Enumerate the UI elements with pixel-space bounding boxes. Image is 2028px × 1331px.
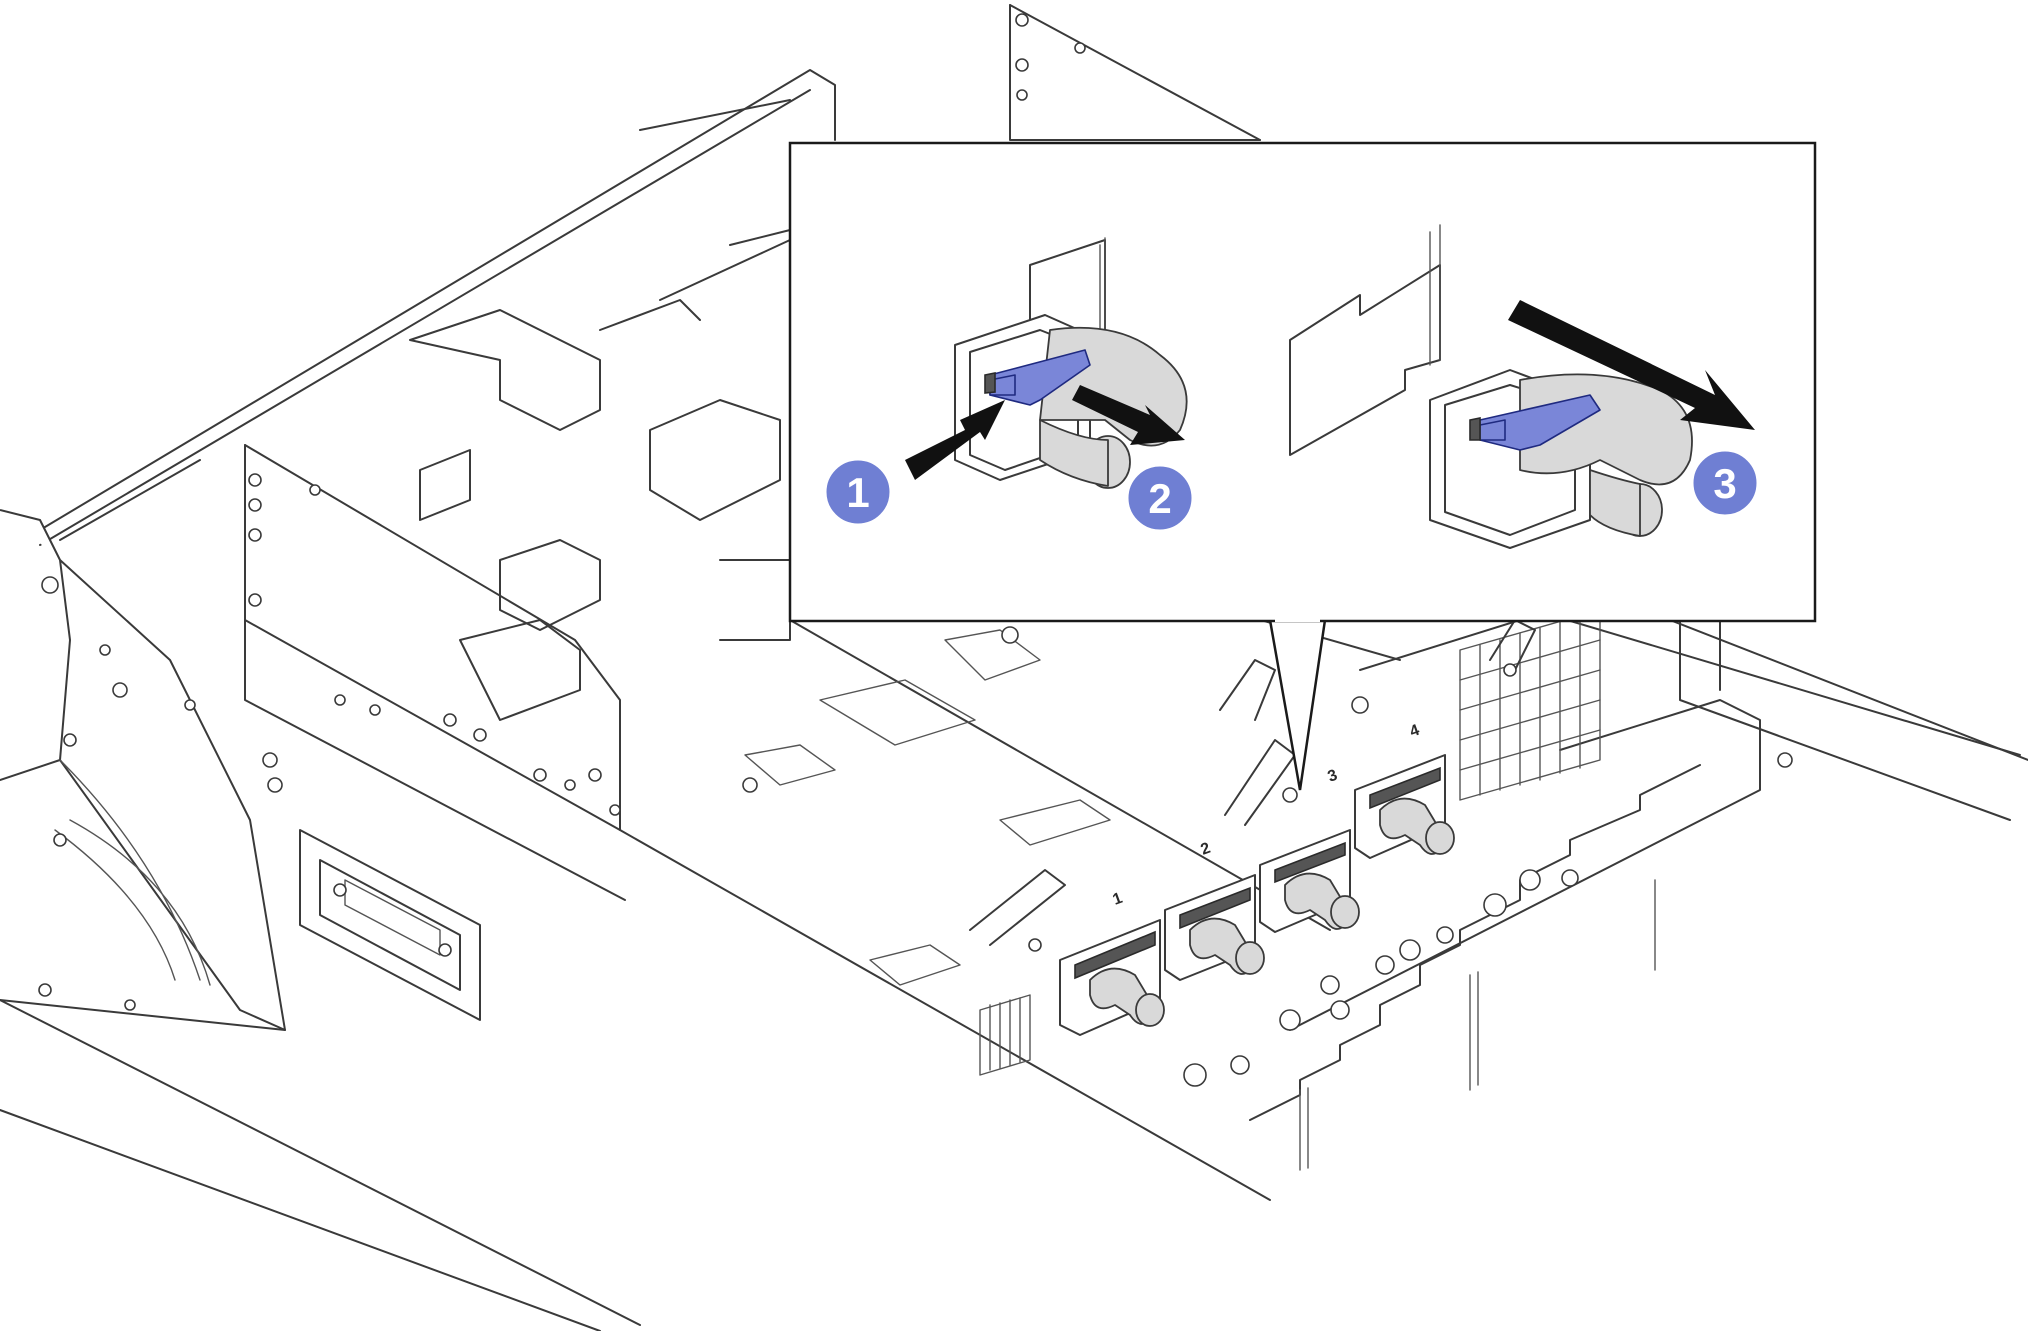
callout-detail: 1 2 3 [788, 141, 1817, 623]
power-connector-row: 1 2 3 4 [1059, 722, 1455, 1036]
power-connector-slot-1[interactable] [1059, 919, 1165, 1036]
slot-label-1: 1 [1111, 890, 1125, 909]
step-badge-1-label: 1 [846, 469, 869, 516]
connector-detail-right [1289, 224, 1693, 549]
step-badge-1: 1 [823, 457, 893, 527]
connector-detail-left [954, 237, 1188, 489]
step-badge-2: 2 [1125, 463, 1195, 533]
remove-arrow-icon [1508, 300, 1755, 430]
slot-label-4: 4 [1408, 722, 1422, 741]
pull-arrow-icon [1072, 385, 1185, 445]
push-arrow-icon [905, 400, 1005, 480]
callout-pointer [1268, 619, 1327, 791]
slot-label-3: 3 [1326, 767, 1340, 786]
step-badge-3: 3 [1690, 448, 1760, 518]
step-badge-2-label: 2 [1148, 475, 1171, 522]
power-connector-slot-2[interactable] [1164, 874, 1265, 981]
power-connector-slot-3[interactable] [1259, 829, 1360, 933]
power-connector-slot-4[interactable] [1354, 754, 1455, 859]
vent-grille [979, 609, 1601, 1076]
step-badge-3-label: 3 [1713, 460, 1736, 507]
